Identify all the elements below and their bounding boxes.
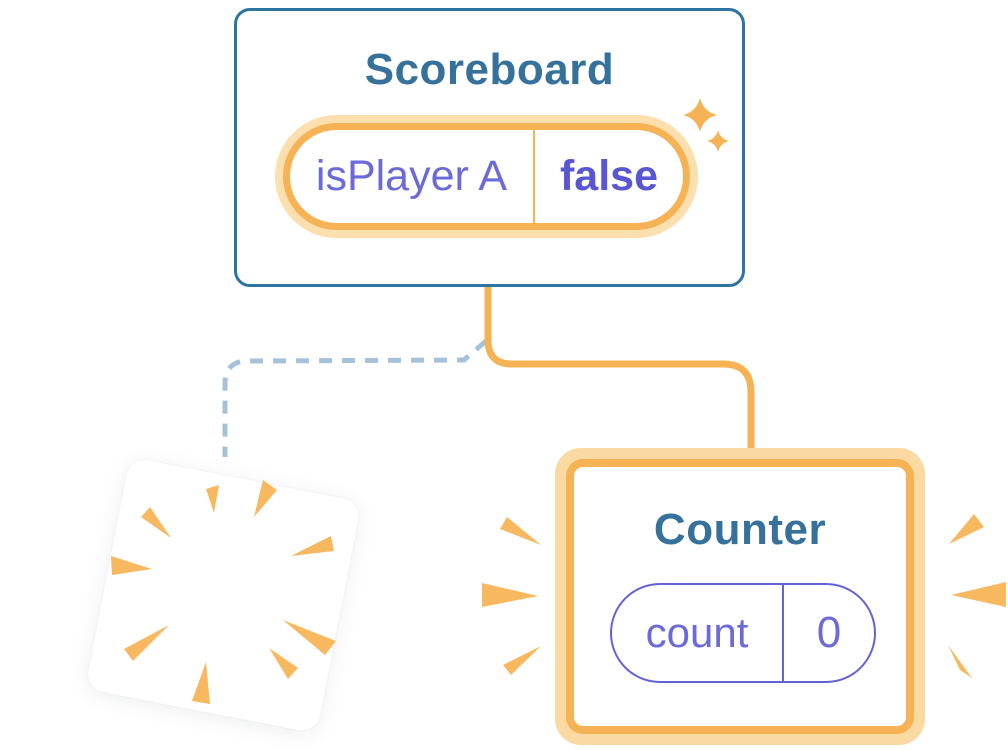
burst-ray-icon <box>500 517 541 545</box>
pill-divider <box>782 585 784 681</box>
destroyed-card <box>84 457 362 734</box>
state-pill-value: 0 <box>816 608 842 657</box>
state-pill-label: isPlayer A <box>315 152 508 200</box>
counter-card: Counter count 0 <box>566 459 914 734</box>
dashed-connector-line <box>222 339 488 457</box>
scoreboard-state-pill: isPlayer A false <box>283 123 690 230</box>
state-pill-value: false <box>559 152 658 200</box>
burst-ray-icon <box>482 583 538 607</box>
solid-connector-line <box>484 283 755 457</box>
sparkles-icon <box>683 98 729 152</box>
pill-divider <box>533 130 535 223</box>
counter-state-pill: count 0 <box>610 583 876 683</box>
burst-ray-icon <box>948 645 972 678</box>
burst-ray-icon <box>949 514 984 544</box>
scoreboard-title: Scoreboard <box>364 45 615 94</box>
state-pill-label: count <box>645 609 749 656</box>
burst-ray-icon <box>951 582 1006 607</box>
burst-ray-icon <box>503 646 541 675</box>
counter-card-glow: Counter count 0 <box>555 448 925 745</box>
counter-title: Counter <box>653 505 827 554</box>
scoreboard-card: Scoreboard isPlayer A false <box>234 8 745 287</box>
